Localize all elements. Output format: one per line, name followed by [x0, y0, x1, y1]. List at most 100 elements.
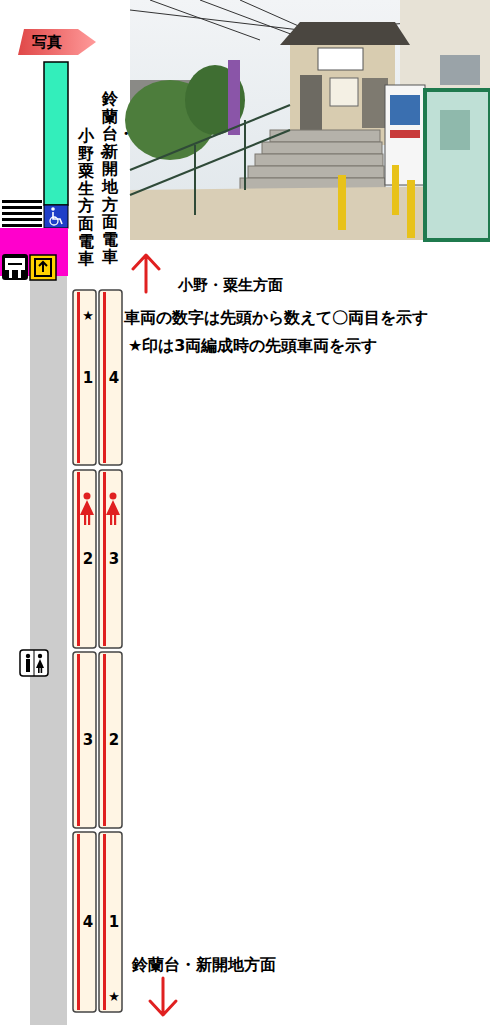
phone	[440, 110, 470, 150]
woman-leg	[38, 668, 40, 673]
bollard	[338, 175, 346, 230]
car-stripe	[103, 292, 106, 463]
window	[440, 55, 480, 85]
train-cars	[73, 290, 122, 1012]
woman-head	[110, 493, 117, 500]
car-stripe	[77, 654, 80, 826]
rail-post	[194, 145, 196, 215]
station-signboard	[318, 48, 363, 70]
bollard	[392, 165, 399, 215]
train-car: 3	[73, 652, 96, 828]
vending-buttons	[390, 130, 420, 138]
car-number: 1	[80, 369, 96, 387]
car-stripe	[77, 472, 80, 646]
car-number: 1	[106, 913, 122, 931]
legend-note: 車両の数字は先頭から数えて〇両目を示す	[124, 308, 428, 328]
car-body	[73, 470, 96, 648]
train-car: 3	[99, 470, 122, 648]
rail	[130, 105, 290, 170]
car-body	[99, 832, 122, 1012]
woman-body	[80, 500, 94, 515]
toilet-divider	[34, 650, 35, 676]
car-body	[99, 290, 122, 465]
notice-board	[330, 78, 358, 106]
gate-slot	[8, 263, 22, 265]
direction-arrows	[133, 255, 176, 1015]
stair-line	[2, 224, 42, 227]
vending-machine	[385, 85, 425, 185]
woman-head	[38, 654, 42, 658]
stair-line	[2, 200, 42, 203]
doorway	[300, 75, 322, 130]
wheelchair-head	[51, 207, 55, 211]
concourse	[0, 228, 68, 276]
car-number: 3	[106, 550, 122, 568]
car-body	[99, 470, 122, 648]
car-body	[73, 652, 96, 828]
wheelchair-wheel	[50, 217, 58, 225]
vending-panel	[390, 95, 420, 125]
train-car: ★1	[73, 290, 96, 465]
exit-ground	[30, 255, 56, 280]
car-number: 4	[80, 913, 96, 931]
woman-leg	[84, 515, 86, 525]
exit-door	[35, 259, 51, 276]
car-stripes	[77, 292, 106, 1010]
station-photo	[125, 0, 490, 240]
rail-post	[244, 120, 246, 190]
train-car: 4	[99, 290, 122, 465]
phone-booth	[425, 90, 490, 240]
car-number: 4	[106, 369, 122, 387]
direction-column-label: 鈴蘭台・新開地方面電車	[102, 90, 118, 266]
woman-leg	[114, 515, 116, 525]
train-car: 2	[99, 652, 122, 828]
gate-leg	[18, 270, 21, 278]
woman-leg	[88, 515, 90, 525]
direction-label: 鈴蘭台・新開地方面	[132, 955, 276, 975]
car-number: 2	[80, 550, 96, 568]
woman-body	[106, 500, 120, 515]
car-stripe	[77, 834, 80, 1010]
up-arrow	[133, 255, 159, 292]
car-stripe	[103, 472, 106, 646]
step	[255, 154, 383, 166]
woman-head	[84, 493, 91, 500]
gate-panel	[5, 258, 25, 270]
shelter	[44, 62, 68, 205]
rail	[130, 130, 290, 195]
woman-leg	[41, 668, 43, 673]
down-arrow	[150, 978, 176, 1015]
train-car: 4	[73, 832, 96, 1012]
toilet-symbol	[20, 650, 48, 676]
gate-ground	[2, 254, 28, 280]
lead-car-star: ★	[80, 307, 96, 325]
ticket-gate-symbol	[2, 254, 28, 280]
wire	[150, 0, 260, 40]
women-only-car-symbol	[80, 493, 120, 526]
exit-arrow	[39, 262, 47, 272]
car-stripe	[77, 292, 80, 463]
photo-pointer: 写真	[18, 27, 98, 57]
exit-symbol	[30, 255, 56, 280]
car-body	[73, 832, 96, 1012]
station-roof	[280, 22, 410, 45]
car-number: 3	[80, 731, 96, 749]
train-car: 2	[73, 470, 96, 648]
man-head	[26, 654, 30, 658]
woman-body	[36, 659, 44, 668]
wheelchair-ground	[44, 205, 68, 228]
legend-note: ★印は3両編成時の先頭車両を示す	[128, 336, 377, 356]
stairs-symbol	[2, 200, 42, 227]
car-body	[73, 290, 96, 465]
handrail	[130, 105, 290, 215]
direction-column-label: 小野・粟生方面電車	[78, 127, 94, 268]
step	[262, 142, 382, 154]
doorway	[362, 78, 388, 128]
car-stripe	[103, 834, 106, 1010]
banner	[228, 60, 240, 135]
bollard	[407, 180, 415, 238]
wheelchair-symbol	[44, 205, 68, 228]
flag-shape	[18, 29, 96, 55]
direction-label: 小野・粟生方面	[178, 275, 283, 295]
